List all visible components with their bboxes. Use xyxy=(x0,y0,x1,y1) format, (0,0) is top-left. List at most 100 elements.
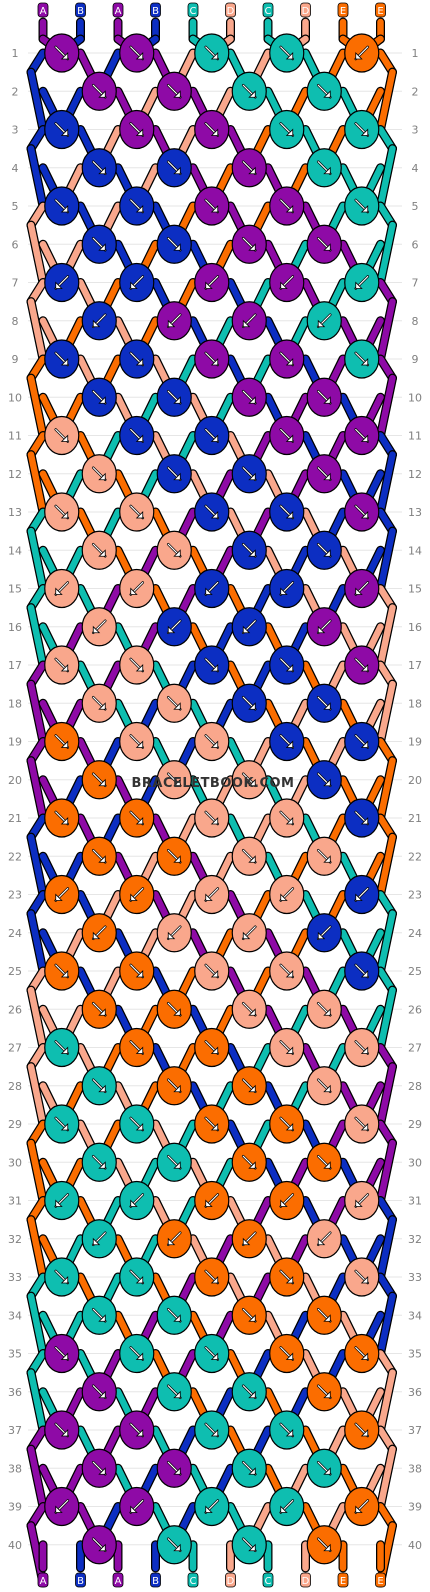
knot xyxy=(156,1372,192,1412)
knot xyxy=(269,109,305,150)
arrow-down-right-icon xyxy=(91,160,107,176)
knot xyxy=(194,415,230,456)
arrow-down-right-icon xyxy=(241,848,257,864)
arrow-down-right-icon xyxy=(241,1078,257,1094)
knot xyxy=(306,1219,342,1259)
row-number-left: 34 xyxy=(8,1309,22,1322)
knot xyxy=(306,989,342,1029)
arrow-down-right-icon xyxy=(279,1346,295,1361)
arrow-down-right-icon xyxy=(91,1460,107,1476)
row-number-left: 28 xyxy=(8,1080,22,1093)
string-label-top: D xyxy=(300,2,311,18)
knot xyxy=(194,798,230,838)
knot xyxy=(231,1525,267,1565)
row-number-right: 39 xyxy=(408,1501,422,1514)
svg-text:C: C xyxy=(265,6,272,17)
arrow-down-left-icon xyxy=(279,887,295,902)
watermark: BRACELETBOOK.COM xyxy=(132,776,294,791)
string-label-top: D xyxy=(225,2,236,18)
knot xyxy=(194,1333,230,1374)
arrow-down-left-icon xyxy=(241,1231,257,1247)
arrow-down-right-icon xyxy=(166,1537,182,1553)
arrow-down-left-icon xyxy=(129,275,145,290)
arrow-down-right-icon xyxy=(354,1040,370,1055)
row-number-right: 21 xyxy=(408,812,422,825)
row-number-right: 1 xyxy=(412,47,419,60)
arrow-down-right-icon xyxy=(54,504,70,520)
arrow-down-right-icon xyxy=(129,1040,145,1055)
svg-text:D: D xyxy=(227,6,235,17)
thread-segment xyxy=(26,450,48,517)
arrow-down-right-icon xyxy=(129,734,145,749)
knot xyxy=(269,721,305,762)
thread-segment xyxy=(376,144,397,211)
knot xyxy=(231,301,267,341)
arrow-down-right-icon xyxy=(354,198,370,214)
thread-segment xyxy=(376,985,397,1052)
row-number-left: 31 xyxy=(8,1195,22,1208)
thread-segment xyxy=(26,373,48,440)
knot xyxy=(269,1333,305,1374)
arrow-down-right-icon xyxy=(204,1422,220,1438)
knot xyxy=(344,798,380,838)
knot xyxy=(269,262,305,303)
arrow-down-right-icon xyxy=(316,1537,332,1553)
arrow-down-right-icon xyxy=(166,1307,182,1323)
arrow-down-right-icon xyxy=(204,198,220,214)
arrow-down-right-icon xyxy=(166,772,182,788)
knot xyxy=(44,721,80,762)
knot xyxy=(231,1295,267,1335)
knot xyxy=(231,454,267,494)
arrow-down-left-icon xyxy=(204,275,220,290)
knot xyxy=(344,1333,380,1374)
arrow-down-right-icon xyxy=(91,772,107,788)
knot xyxy=(231,1372,267,1412)
knot xyxy=(81,454,117,494)
arrow-down-right-icon xyxy=(54,122,70,137)
arrow-down-right-icon xyxy=(54,963,70,979)
row-number-left: 15 xyxy=(8,583,22,596)
svg-text:E: E xyxy=(377,6,383,17)
arrow-down-left-icon xyxy=(316,619,332,635)
thread-segment xyxy=(376,603,397,670)
knot xyxy=(194,186,230,226)
knot xyxy=(306,1295,342,1335)
arrow-down-right-icon xyxy=(204,1040,220,1055)
arrow-down-right-icon xyxy=(354,1346,370,1361)
knot xyxy=(269,415,305,456)
arrow-down-right-icon xyxy=(241,160,257,176)
thread-segment xyxy=(376,679,397,746)
svg-text:E: E xyxy=(340,1576,346,1587)
knot xyxy=(119,798,155,838)
knot xyxy=(194,874,230,915)
knot xyxy=(156,1295,192,1335)
knot xyxy=(194,951,230,991)
string-label-top: C xyxy=(187,2,199,18)
arrow-down-right-icon xyxy=(166,389,182,405)
arrow-down-right-icon xyxy=(279,45,295,61)
arrow-down-right-icon xyxy=(316,542,332,558)
arrow-down-right-icon xyxy=(241,389,257,405)
knot xyxy=(156,760,192,800)
knot xyxy=(231,224,267,264)
arrow-down-right-icon xyxy=(91,466,107,482)
arrow-down-right-icon xyxy=(279,428,295,443)
knot xyxy=(306,760,342,800)
row-number-left: 13 xyxy=(8,506,22,519)
row-number-left: 33 xyxy=(8,1271,22,1284)
knot xyxy=(119,492,155,532)
arrow-down-right-icon xyxy=(129,1116,145,1132)
arrow-down-left-icon xyxy=(91,313,107,329)
arrow-down-left-icon xyxy=(354,887,370,902)
row-number-right: 3 xyxy=(412,124,419,137)
row-number-right: 36 xyxy=(408,1386,422,1399)
arrow-down-left-icon xyxy=(279,1499,295,1514)
knot xyxy=(156,377,192,417)
string-label-top: B xyxy=(75,2,86,18)
arrow-down-left-icon xyxy=(54,581,70,596)
row-number-right: 6 xyxy=(412,238,419,251)
knot xyxy=(119,1027,155,1068)
knot xyxy=(194,1410,230,1450)
arrow-down-right-icon xyxy=(354,351,370,367)
arrow-down-left-icon xyxy=(316,925,332,941)
